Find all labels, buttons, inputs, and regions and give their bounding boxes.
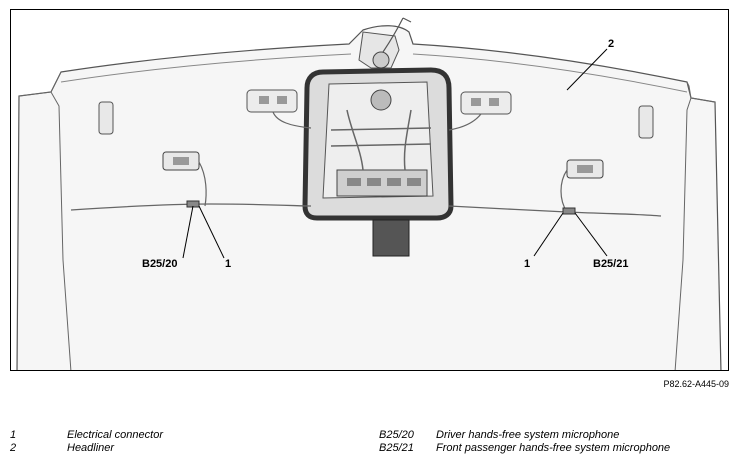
- left-pillar: [18, 91, 72, 370]
- callout-left-microphone: B25/20: [142, 258, 178, 270]
- leader-right-connector: [533, 212, 564, 257]
- right-electrical-connector: [562, 207, 576, 215]
- right-pillar: [674, 97, 716, 370]
- legend-key: 2: [10, 442, 17, 454]
- panel-bracket: [372, 219, 410, 257]
- callout-headliner: 2: [608, 38, 615, 50]
- left-rear-handle: [98, 101, 114, 135]
- leader-left-connector: [198, 205, 225, 259]
- callout-right-connector: 1: [524, 258, 531, 270]
- left-reading-lamp: [246, 89, 298, 113]
- leader-right-mic: [574, 212, 608, 257]
- legend-description: Driver hands-free system microphone: [436, 429, 620, 441]
- leader-left-mic: [182, 205, 194, 259]
- callout-left-connector: 1: [225, 258, 232, 270]
- headliner-illustration-frame: 2 B25/20 1 1 B25/21: [10, 9, 729, 371]
- legend-key: B25/21: [379, 442, 414, 454]
- leader-headliner: [566, 48, 608, 91]
- headliner-front-edge: [60, 53, 688, 93]
- legend-key: B25/20: [379, 429, 414, 441]
- right-reading-lamp: [460, 91, 512, 115]
- legend-description: Electrical connector: [67, 429, 163, 441]
- legend-description: Front passenger hands-free system microp…: [436, 442, 671, 454]
- right-rear-handle: [638, 105, 654, 139]
- legend-description: Headliner: [67, 442, 115, 454]
- callout-right-microphone: B25/21: [593, 258, 629, 270]
- figure-reference: P82.62-A445-09: [663, 379, 729, 389]
- legend-key: 1: [10, 429, 17, 441]
- headliner-drawing: [16, 17, 722, 370]
